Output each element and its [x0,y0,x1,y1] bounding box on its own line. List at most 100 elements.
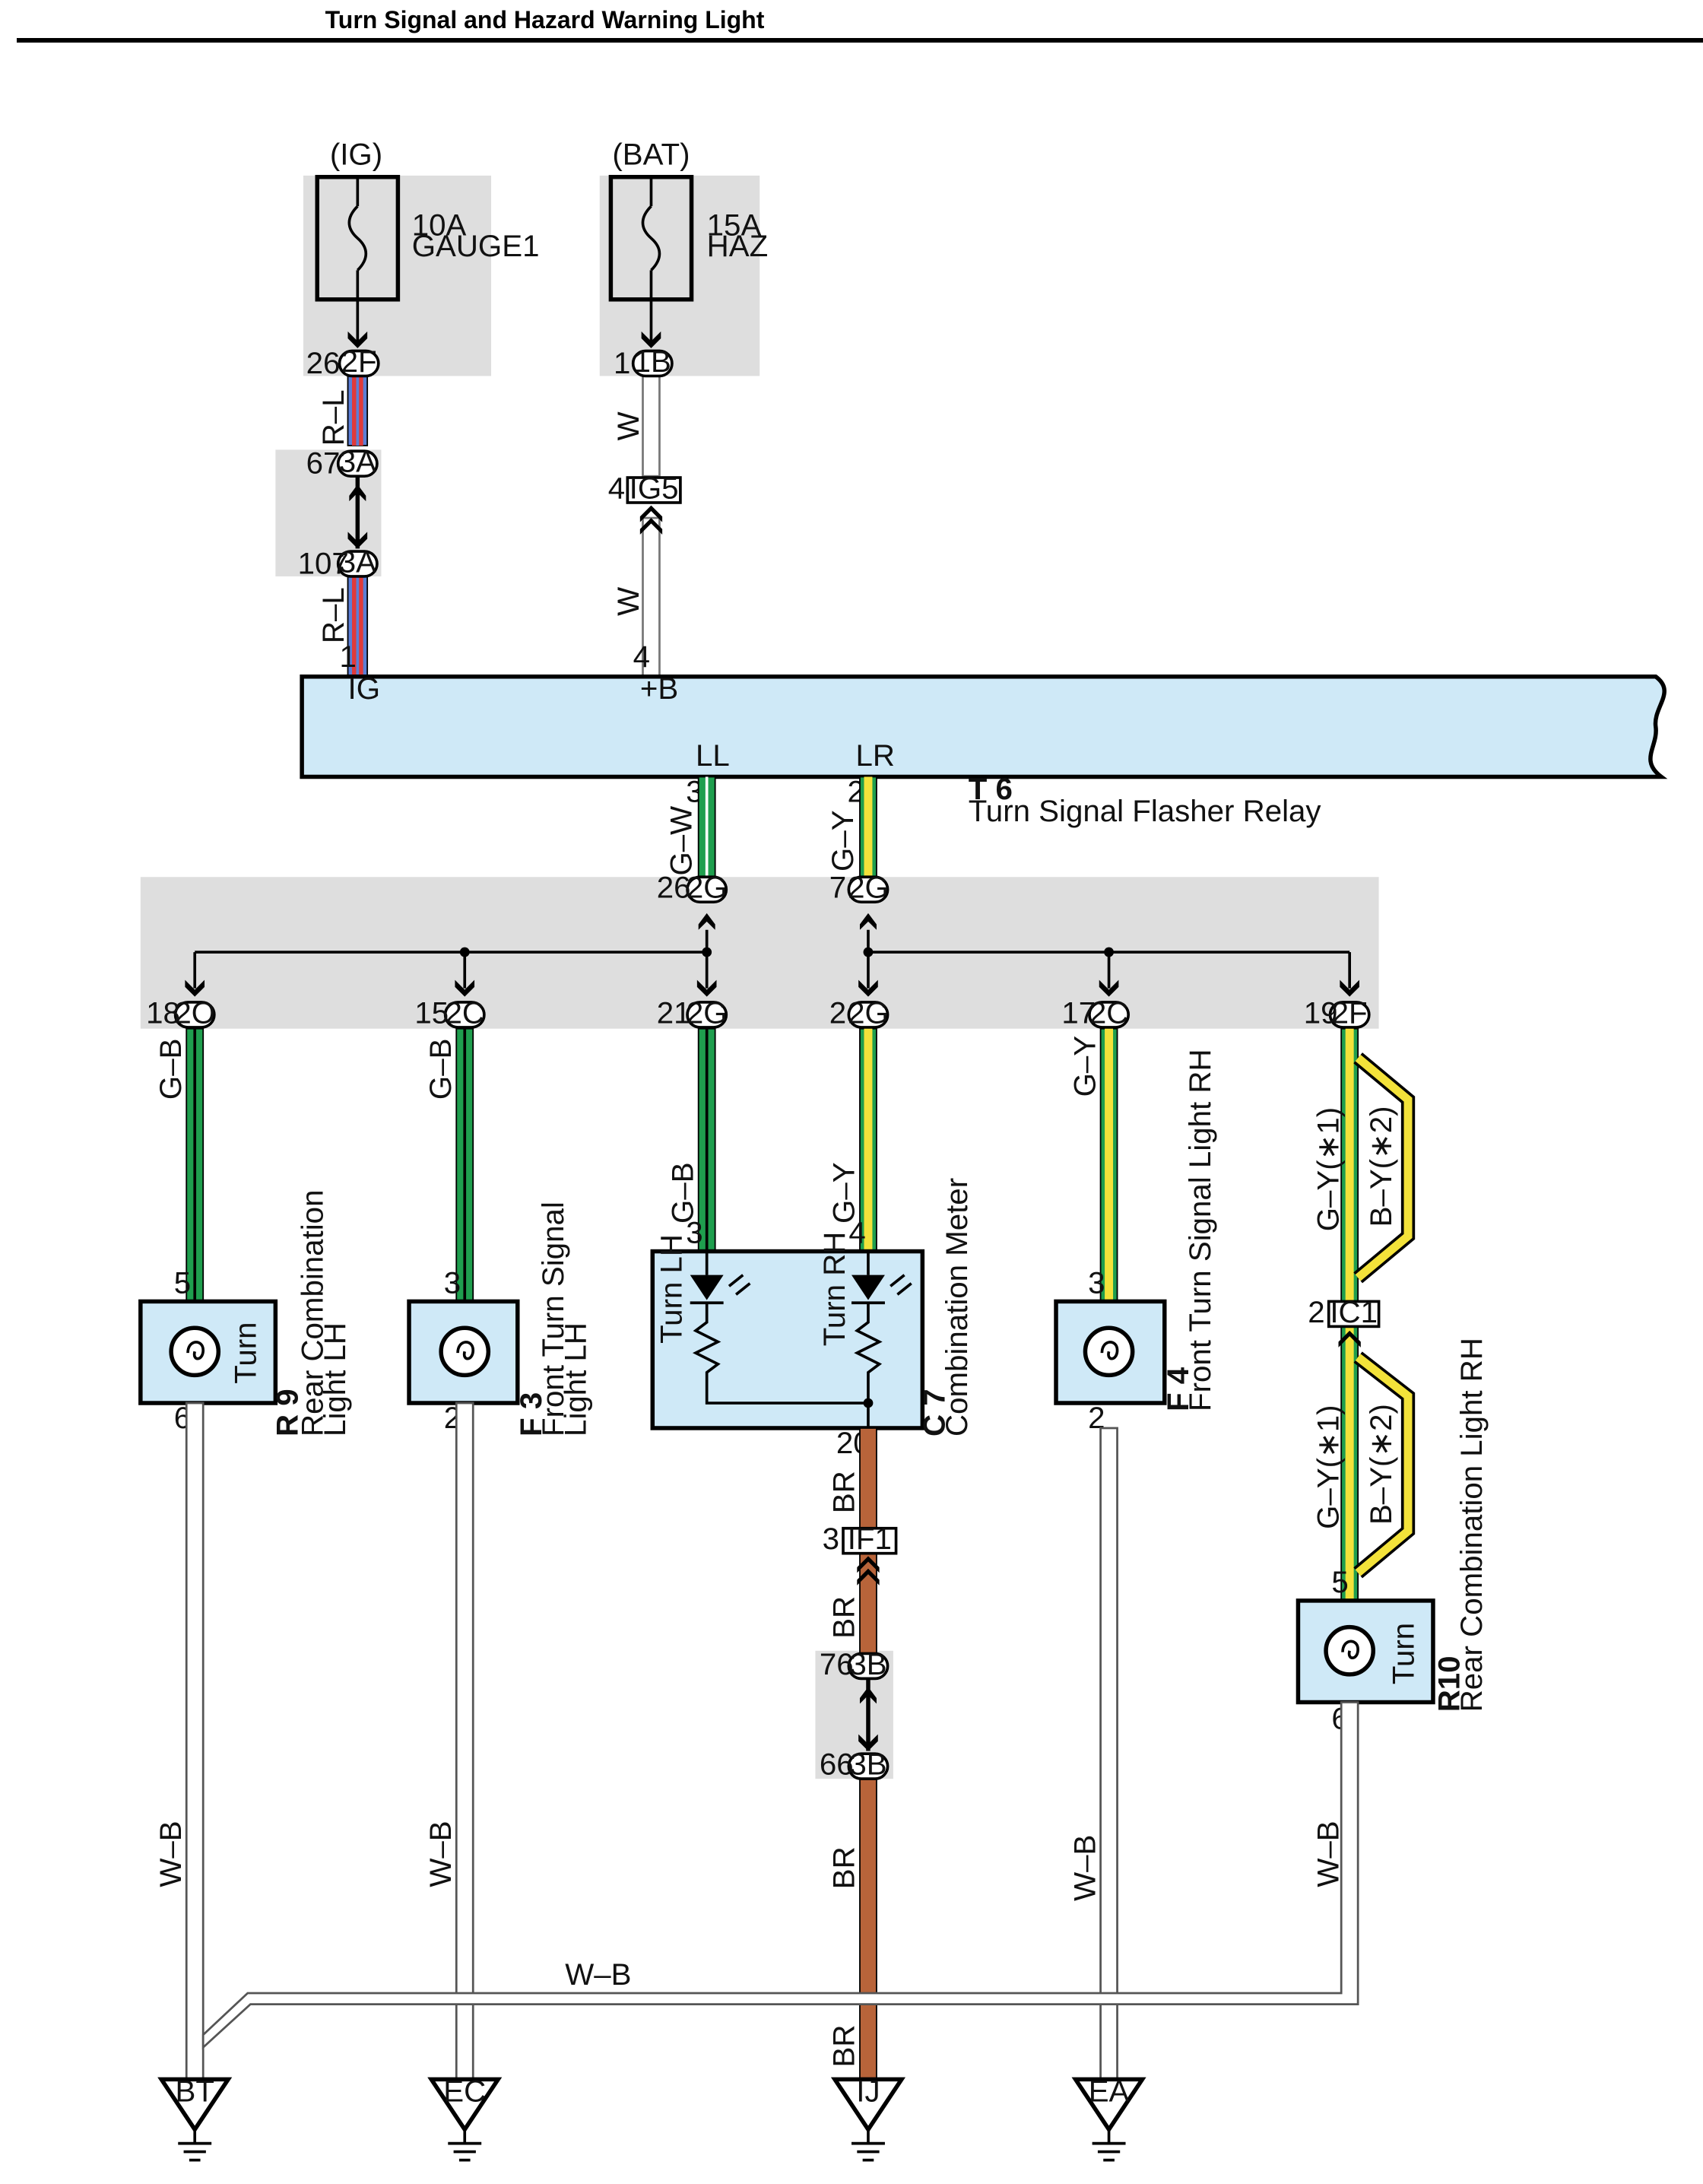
connector-3a-top: 3A 67 [306,445,379,502]
relay-terminal-ig: IG [348,671,381,706]
wire-g-y-c7: G–Y [827,1027,877,1252]
svg-text:2G: 2G [848,871,889,905]
svg-text:Turn LH: Turn LH [655,1234,689,1344]
title-rule [17,38,1703,43]
wire-g-b-r9: G–B [154,1027,205,1303]
wire-g-y-relay: G–Y [826,776,877,878]
svg-text:21: 21 [657,995,691,1030]
svg-text:76: 76 [820,1647,854,1681]
fuse-gauge1: (IG) 10A GAUGE1 [315,137,540,302]
component-code: F 4 [1161,1367,1195,1411]
connector-1b: 1B 1 [614,331,674,380]
svg-text:BT: BT [175,2074,214,2109]
connector-ig5: IG5 4 [608,471,682,535]
svg-text:2G: 2G [848,995,889,1030]
svg-text:1B: 1B [634,344,671,379]
relay-terminal-ll: LL [696,738,730,773]
svg-text:Rear Combination: Rear Combination [296,1190,330,1436]
component-f3: 3 2 F 3 Front Turn Signal Light LH [407,1202,592,1436]
svg-text:17: 17 [1061,995,1096,1030]
wire-label-br: BR [827,1846,861,1889]
wire-g-w: G–W [664,776,716,878]
wire-g-b-f3: G–B [423,1027,474,1303]
wire-label-w: W [611,411,645,440]
wire-label-g-b: G–B [665,1162,699,1224]
led-icon [690,1275,724,1300]
wire-g-y-f4: G–Y [1067,1027,1118,1303]
svg-text:2: 2 [1308,1295,1324,1329]
connector-2c-left: 2C 15 [414,995,486,1030]
wire-label-g-y: G–Y [826,810,860,871]
relay-terminal-lr: LR [855,738,894,773]
wire-label-r-l: R–L [316,587,350,643]
wire-w-b-labels: W–B W–B W–B W–B W–B [154,1821,1346,1992]
page-title: Turn Signal and Hazard Warning Light [325,6,765,33]
led-icon [852,1275,885,1300]
wire-w-b [185,1402,1359,2081]
ground-ec: EC [427,2074,503,2162]
fuse-bat-source-label: (BAT) [612,137,690,171]
svg-text:15: 15 [414,995,449,1030]
svg-text:2F: 2F [1332,995,1368,1030]
relay-pin-ig: 1 [340,640,357,674]
svg-text:IJ: IJ [856,2074,880,2109]
wire-label-r-l: R–L [316,389,350,446]
svg-text:Combination Meter: Combination Meter [940,1178,974,1436]
wire-label-g-b: G–B [423,1039,458,1100]
wire-label-g-y1: G–Y(∗1) [1311,1405,1346,1528]
wire-label-w: W [611,587,645,616]
svg-text:Light LH: Light LH [318,1322,352,1436]
wire-label-br: BR [827,1471,861,1513]
svg-text:26: 26 [306,346,341,380]
svg-text:3A: 3A [339,544,376,579]
svg-text:3: 3 [1088,1265,1105,1300]
wire-g-b-c7: G–B [665,1027,716,1252]
wire-label-w-b: W–B [1067,1835,1102,1901]
lamp-icon [439,1325,491,1378]
svg-text:107: 107 [298,546,349,580]
connector-3a-bot: 3A 107 [298,532,379,580]
wire-label-w-b: W–B [154,1821,188,1887]
svg-text:18: 18 [146,995,180,1030]
junction-block: 2G 26 2G 7 [185,871,1359,997]
svg-text:Front Turn Signal: Front Turn Signal [536,1202,570,1436]
wire-label-g-w: G–W [664,806,699,876]
svg-text:3: 3 [444,1265,461,1300]
connector-ic1: IC1 2 [1308,1295,1381,1348]
wire-label-g-y: G–Y [1067,1036,1102,1097]
connector-3b-top: 3B 76 [820,1647,890,1704]
svg-text:IF1: IF1 [848,1522,892,1556]
relay-t6: 1 4 IG +B LL LR 3 2 T 6 Turn Signal Flas… [300,640,1668,828]
svg-text:2F: 2F [341,344,377,379]
fuse-haz: (BAT) 15A HAZ [608,137,768,302]
ground-icon [830,2077,906,2134]
component-r9: Turn 5 6 R 9 Rear Combination Light LH [138,1190,352,1436]
ground-icon [1071,2077,1146,2134]
svg-text:7: 7 [829,871,846,905]
svg-text:3: 3 [686,1216,702,1250]
svg-text:3: 3 [823,1522,839,1556]
svg-text:IC1: IC1 [1330,1295,1378,1329]
svg-text:Turn: Turn [1386,1623,1420,1684]
svg-text:2O: 2O [174,995,215,1030]
svg-text:1: 1 [614,346,630,380]
ground-ea: EA [1071,2074,1146,2162]
ground-icon [157,2077,233,2134]
wire-label-g-y1: G–Y(∗1) [1311,1107,1346,1231]
wire-g-y-r10: G–Y(∗1) B–Y(∗2) G–Y(∗1) B–Y(∗2) [1311,1027,1416,1601]
connector-2c-right: 2C 17 [1061,995,1131,1030]
component-code: F 3 [514,1392,548,1436]
svg-text:4: 4 [608,471,625,505]
ground-ij: IJ [830,2074,906,2162]
wire-label-br: BR [827,2025,861,2068]
fuse-ig-name: GAUGE1 [412,229,540,263]
svg-text:2C: 2C [446,995,484,1030]
fuse-ig-rating: 10A [412,208,467,243]
fuse-ig-source-label: (IG) [330,137,382,171]
svg-text:Light LH: Light LH [558,1322,592,1436]
component-r10: Turn 5 6 R10 Rear Combination Light RH [1295,1338,1489,1735]
svg-text:5: 5 [1331,1565,1348,1599]
svg-text:5: 5 [174,1265,191,1300]
wire-label-w-b: W–B [565,1957,631,1992]
connector-2f-top: 2F 26 [306,331,380,380]
